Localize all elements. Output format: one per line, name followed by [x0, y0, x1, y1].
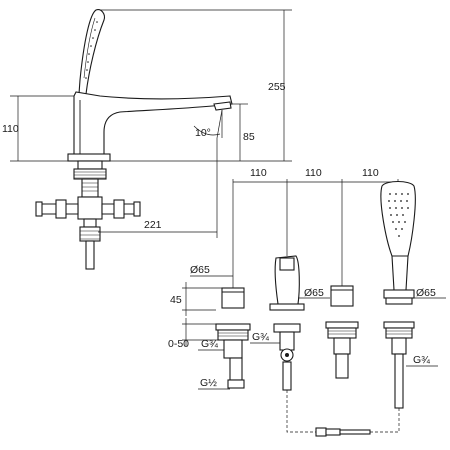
valve-left-nut	[217, 329, 249, 341]
hand-shower-handle	[391, 255, 409, 291]
mount-shank	[81, 178, 99, 198]
dim-label-deck-range: 0-50	[168, 338, 189, 350]
valve-left-tail	[229, 357, 243, 381]
mount-nut-hatch	[74, 171, 106, 179]
dim-label-spacing-3: 110	[362, 167, 379, 179]
hand-shower-holder	[383, 289, 415, 299]
hose-route-right	[370, 408, 400, 433]
lever-handle-edge	[83, 17, 96, 79]
valve-left-nut-hatch	[218, 332, 248, 337]
angle-ref-slant	[216, 109, 223, 139]
dim-label-dia-shower: Ø65	[416, 287, 436, 299]
valve-left-nut-upper	[215, 323, 251, 331]
lever-handle-dots	[85, 21, 98, 79]
dim-label-spacing-2: 110	[305, 167, 322, 179]
hand-shower-head	[380, 180, 416, 257]
hose-right-fitting	[113, 199, 125, 219]
valve-right-tail	[335, 353, 349, 379]
spout-unit	[269, 255, 305, 391]
valve-unit-left	[215, 287, 251, 389]
valve-left-tail-nut	[227, 379, 245, 389]
angle-arc	[193, 125, 221, 136]
spout-unit-outlet	[279, 257, 295, 271]
spout-unit-diverter-centre	[285, 353, 289, 357]
dim-label-spacing-1: 110	[250, 167, 267, 179]
hand-shower-unit	[380, 180, 416, 409]
tail-nut	[83, 218, 97, 228]
spout-body	[73, 91, 233, 155]
dim-label-spout-height: 110	[2, 123, 19, 135]
hose-right-end	[133, 201, 141, 217]
dim-label-dia-valve: Ø65	[190, 264, 210, 276]
valve-right-nut	[327, 327, 357, 339]
hand-shower-nut-upper	[383, 321, 415, 329]
hose-connector-left	[315, 427, 327, 437]
thread-label-spout: G¾	[252, 331, 269, 343]
hose-connector-pipe	[339, 429, 371, 435]
hand-shower-hose-pipe	[394, 353, 404, 409]
hand-shower-nut	[385, 327, 413, 339]
dim-label-dia-spout: Ø65	[304, 287, 324, 299]
valve-body	[77, 196, 103, 220]
valve-left-shank	[223, 339, 243, 359]
aerator	[213, 101, 232, 111]
thread-label-shower: G¾	[413, 354, 430, 366]
hand-shower-nut-hatch	[386, 330, 412, 335]
base-plate	[67, 153, 111, 162]
dim-label-45: 45	[170, 294, 182, 306]
lever-handle	[78, 9, 105, 95]
hose-left-end	[35, 201, 43, 217]
hose-route-left	[286, 390, 316, 433]
tail-pipe	[85, 240, 95, 270]
thread-label-valve-left: G¾	[201, 338, 218, 350]
mixer-side-view: 255 110 85 10° 221	[2, 9, 292, 270]
valve-left-body	[221, 287, 245, 309]
spout-unit-tail	[282, 361, 292, 391]
tail-body-hatch	[80, 230, 100, 240]
dim-label-outlet-height: 85	[243, 131, 255, 143]
dim-label-angle: 10°	[195, 127, 211, 139]
valve-right-nut-upper	[325, 321, 359, 329]
spout-unit-base	[269, 303, 305, 311]
valve-right-nut-hatch	[328, 330, 356, 335]
dim-label-255: 255	[268, 81, 286, 93]
valve-right-body	[330, 285, 354, 307]
deck-set-view: 110 110 110	[168, 167, 446, 437]
hose-left-fitting	[55, 199, 67, 219]
thread-label-g12: G½	[200, 377, 217, 389]
mount-nut-upper	[77, 160, 103, 170]
hand-shower-shank	[391, 337, 407, 355]
hand-shower-nozzles	[388, 193, 409, 237]
spout-unit-shank	[279, 331, 295, 351]
valve-unit-right	[325, 285, 359, 379]
dim-label-projection: 221	[144, 219, 162, 231]
mount-shank-thread	[82, 182, 98, 192]
valve-right-shank	[333, 337, 351, 355]
hand-shower-holder-base	[385, 297, 413, 305]
hose-connector-body	[325, 428, 341, 436]
spout-unit-nut	[273, 323, 301, 333]
mount-nut	[73, 168, 107, 180]
